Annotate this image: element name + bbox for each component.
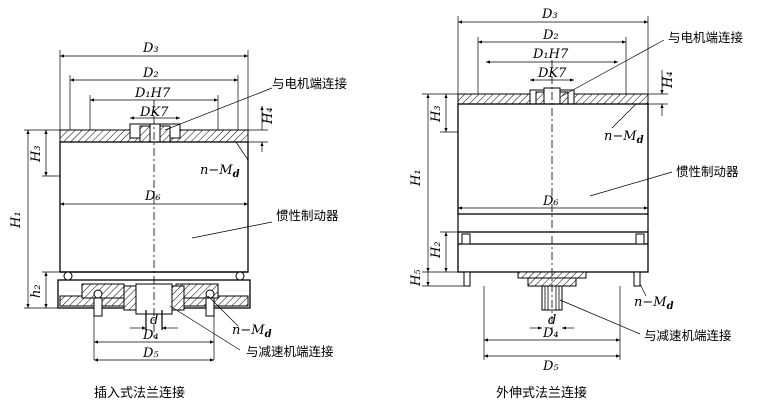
right-H1-label: H₁: [409, 169, 424, 187]
left-d-label: d: [150, 313, 158, 328]
right-D3-label: D₃: [541, 7, 558, 22]
right-D1H7-label: D₁H7: [532, 47, 569, 62]
left-D2-label: D₂: [142, 66, 159, 81]
right-brake-body: [457, 103, 649, 215]
left-nm-bottom-label: n−Md: [232, 323, 272, 340]
left-dimensions: [24, 50, 273, 362]
left-D1H7-label: D₁H7: [134, 86, 171, 101]
right-extended-flange-drawing: [457, 60, 649, 332]
left-brake-leader: [191, 221, 273, 239]
right-H5-label: H₅: [409, 269, 424, 287]
right-labels: D₃ D₂ D₁H7 DK7 D₆ D₄ D₅ d H₁ H₃ H₂ H₅ H₄…: [409, 7, 744, 401]
right-DK7-label: DK7: [537, 66, 567, 81]
left-brake-label: 惯性制动器: [276, 208, 339, 223]
left-H4-label: H₄: [261, 107, 276, 125]
left-D5-label: D₅: [142, 346, 159, 361]
right-H3-label: H₃: [429, 105, 444, 123]
right-motor-leader: [561, 39, 665, 97]
left-motor-leader: [164, 87, 273, 131]
right-brake-label: 惯性制动器: [676, 164, 739, 179]
left-caption: 插入式法兰连接: [94, 385, 185, 401]
right-D6-label: D₆: [542, 194, 559, 209]
right-reducer-leader: [559, 299, 641, 335]
right-H4-label: H₄: [661, 71, 676, 89]
right-nm-top-leader: [611, 103, 637, 129]
left-motor-connection-label: 与电机端连接: [272, 76, 348, 91]
left-reducer-connection-label: 与减速机端连接: [246, 344, 334, 359]
left-H1-label: H₁: [9, 211, 24, 229]
left-D3-label: D₃: [142, 41, 159, 56]
left-H3-label: H₃: [29, 145, 44, 163]
right-caption: 外伸式法兰连接: [496, 385, 587, 401]
right-D2-label: D₂: [542, 28, 559, 43]
right-H2-label: H₂: [429, 241, 444, 259]
right-D5-label: D₅: [542, 359, 559, 374]
left-nm-top-leader: [235, 141, 249, 161]
right-reducer-connection-label: 与减速机端连接: [644, 328, 732, 343]
left-reducer-leader: [169, 305, 241, 351]
right-motor-connection-label: 与电机端连接: [668, 30, 744, 45]
right-nm-top-label: n−Md: [604, 129, 644, 146]
right-dimensions: [422, 16, 673, 360]
left-D4-label: D₄: [142, 328, 159, 343]
right-nm-bottom-label: n−Md: [634, 295, 674, 312]
right-nm-bottom-leader: [639, 283, 647, 297]
left-labels: D₃ D₂ D₁H7 DK7 D₆ D₄ D₅ d H₁ H₃ h₂ H₄ 与电…: [9, 41, 348, 401]
left-DK7-label: DK7: [139, 105, 169, 120]
left-D6-label: D₆: [144, 189, 161, 204]
right-lower-housing: [457, 231, 649, 273]
left-nm-bottom-leader: [207, 295, 239, 327]
left-nm-top-label: n−Md: [200, 163, 240, 180]
right-d-label: d: [548, 313, 556, 328]
left-insert-flange-drawing: [57, 100, 251, 340]
right-D4-label: D₄: [542, 326, 559, 341]
right-brake-leader: [589, 171, 673, 197]
left-h2-label: h₂: [29, 284, 44, 298]
